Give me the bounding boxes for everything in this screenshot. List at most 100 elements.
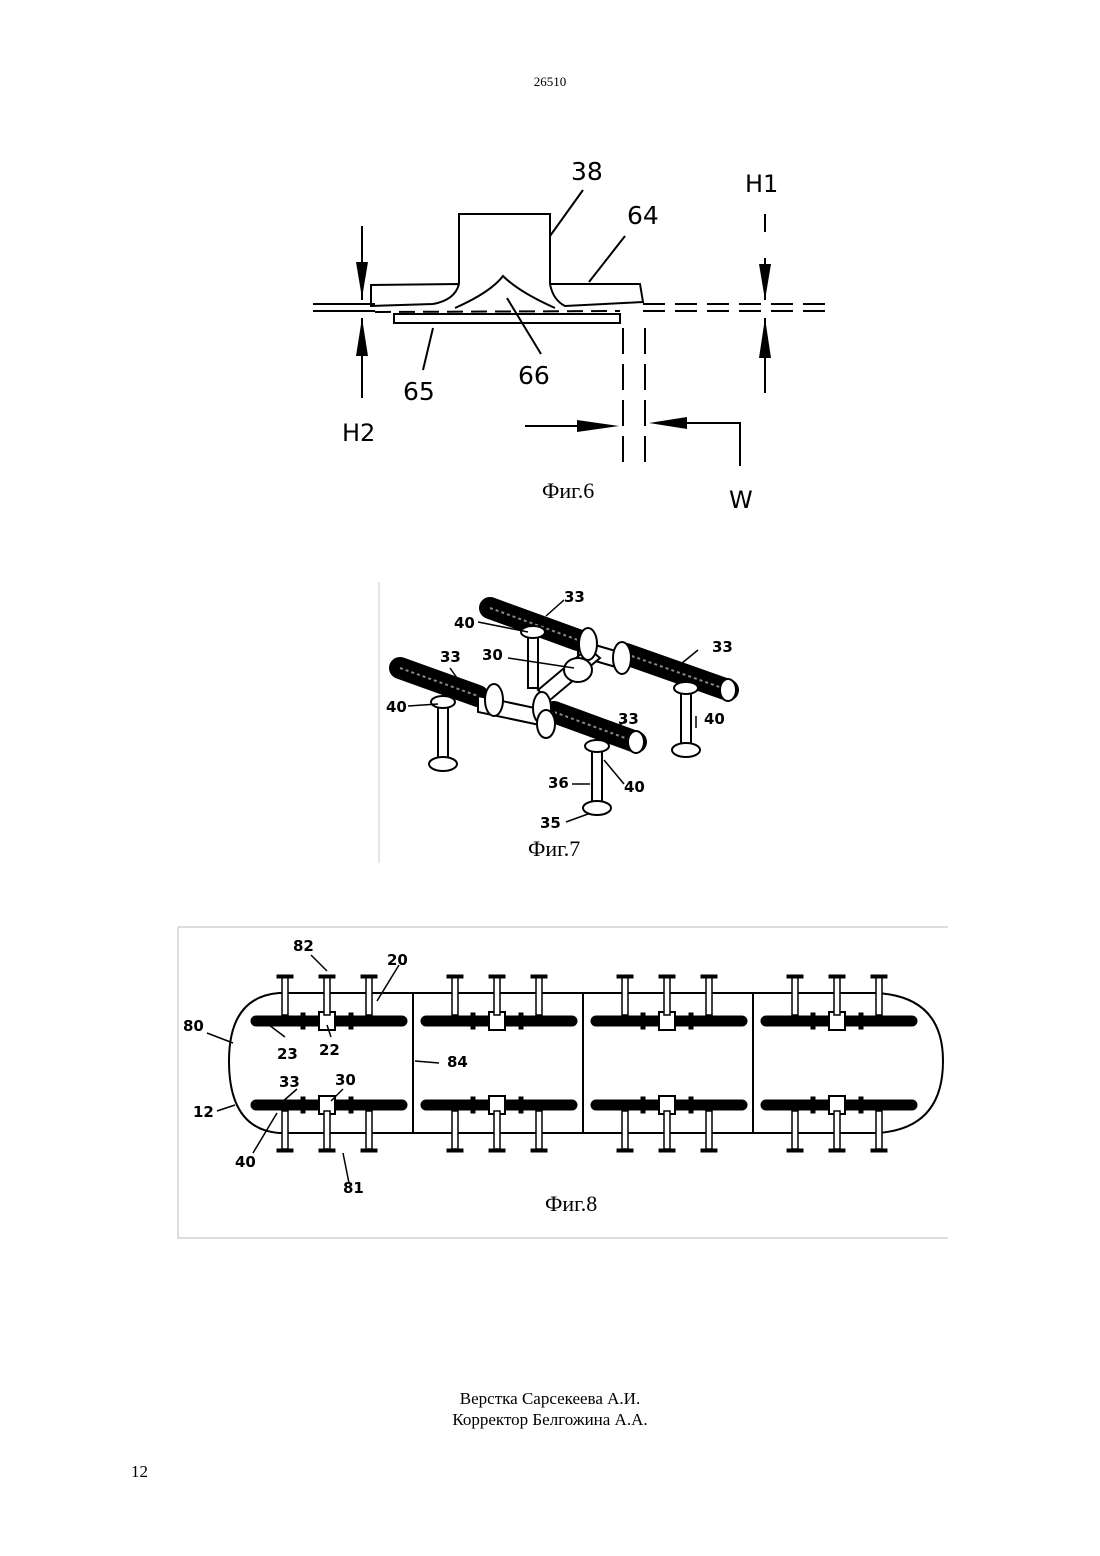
distributor-flange (471, 1097, 475, 1113)
support-foot (787, 1149, 803, 1152)
figure-6: 38 64 66 65 H1 H2 W Фиг.6 (305, 148, 825, 520)
fig6-label-h1: H1 (745, 170, 778, 198)
support-leg (792, 1111, 798, 1149)
fig8-label-20: 20 (387, 951, 408, 969)
fig6-label-64: 64 (627, 201, 659, 230)
figure-8: 82 20 80 23 22 84 33 30 12 40 81 Фиг.8 (177, 925, 950, 1239)
support-foot (787, 975, 803, 978)
footer-proofreader-credit: Корректор Белгожина А.А. (0, 1409, 1100, 1430)
fig8-label-22: 22 (319, 1041, 340, 1059)
support-leg (664, 977, 670, 1015)
support-foot (829, 975, 845, 978)
distributor-flange (301, 1013, 305, 1029)
footer-layout-credit: Верстка Сарсекеева А.И. (0, 1388, 1100, 1409)
support-foot (361, 975, 377, 978)
support-foot (701, 1149, 717, 1152)
support-leg (706, 1111, 712, 1149)
support-leg (282, 977, 288, 1015)
fig7-label-33c: 33 (440, 648, 461, 666)
fig8-label-33: 33 (279, 1073, 300, 1091)
support-leg (536, 977, 542, 1015)
support-foot (659, 1149, 675, 1152)
fig7-label-40a: 40 (454, 614, 475, 632)
support-leg (536, 1111, 542, 1149)
support-foot (531, 975, 547, 978)
fig8-caption: Фиг.8 (545, 1191, 597, 1216)
fig8-label-82: 82 (293, 937, 314, 955)
support-leg (366, 977, 372, 1015)
fig8-label-12: 12 (193, 1103, 214, 1121)
support-leg (494, 977, 500, 1015)
support-foot (659, 975, 675, 978)
figure-6-drawing: 38 64 66 65 H1 H2 W Фиг.6 (305, 148, 825, 520)
support-foot (871, 1149, 887, 1152)
support-leg (834, 1111, 840, 1149)
fig7-label-36: 36 (548, 774, 569, 792)
fig8-label-40: 40 (235, 1153, 256, 1171)
distributor-flange (641, 1097, 645, 1113)
fig6-label-w: W (729, 486, 753, 514)
support-foot (447, 1149, 463, 1152)
fig8-label-23: 23 (277, 1045, 298, 1063)
fig6-caption: Фиг.6 (542, 478, 594, 503)
footer-credits: Верстка Сарсекеева А.И. Корректор Белгож… (0, 1388, 1100, 1430)
distributor-flange (811, 1013, 815, 1029)
fig7-label-30: 30 (482, 646, 503, 664)
support-leg (834, 977, 840, 1015)
support-foot (319, 975, 335, 978)
support-leg (282, 1111, 288, 1149)
distributor-flange (859, 1097, 863, 1113)
distributor-flange (519, 1013, 523, 1029)
support-foot (871, 975, 887, 978)
fig8-label-81: 81 (343, 1179, 364, 1197)
fig8-label-30: 30 (335, 1071, 356, 1089)
fig7-label-40d: 40 (624, 778, 645, 796)
support-foot (617, 975, 633, 978)
fig7-label-35: 35 (540, 814, 561, 832)
fig7-label-33b: 33 (712, 638, 733, 656)
support-leg (324, 1111, 330, 1149)
support-foot (277, 1149, 293, 1152)
support-foot (489, 975, 505, 978)
fig6-label-66: 66 (518, 361, 550, 390)
support-leg (452, 977, 458, 1015)
support-leg (876, 977, 882, 1015)
fig7-label-33d: 33 (618, 710, 639, 728)
support-leg (324, 977, 330, 1015)
support-leg (792, 977, 798, 1015)
support-leg (622, 1111, 628, 1149)
figure-7: 33 40 33 30 33 40 33 40 36 40 35 Фиг.7 (378, 578, 746, 863)
support-foot (277, 975, 293, 978)
distributor-flange (641, 1013, 645, 1029)
fig7-caption: Фиг.7 (528, 836, 580, 861)
distributor-flange (301, 1097, 305, 1113)
figure-7-drawing: 33 40 33 30 33 40 33 40 36 40 35 Фиг.7 (378, 578, 746, 863)
support-foot (447, 975, 463, 978)
fig7-label-40c: 40 (704, 710, 725, 728)
support-foot (489, 1149, 505, 1152)
support-leg (622, 977, 628, 1015)
support-leg (706, 977, 712, 1015)
support-foot (319, 1149, 335, 1152)
distributor-flange (519, 1097, 523, 1113)
support-leg (366, 1111, 372, 1149)
support-leg (494, 1111, 500, 1149)
support-foot (531, 1149, 547, 1152)
figure-8-drawing: 82 20 80 23 22 84 33 30 12 40 81 Фиг.8 (177, 925, 950, 1239)
support-leg (664, 1111, 670, 1149)
fig7-label-40b: 40 (386, 698, 407, 716)
support-foot (701, 975, 717, 978)
support-foot (361, 1149, 377, 1152)
distributor-flange (349, 1013, 353, 1029)
fig7-label-33a: 33 (564, 588, 585, 606)
page-number: 12 (131, 1462, 148, 1482)
distributor-flange (811, 1097, 815, 1113)
support-leg (876, 1111, 882, 1149)
fig6-label-38: 38 (571, 157, 603, 186)
document-number: 26510 (0, 74, 1100, 90)
fig6-label-h2: H2 (342, 419, 375, 447)
distributor-flange (689, 1097, 693, 1113)
support-foot (617, 1149, 633, 1152)
fig8-label-84: 84 (447, 1053, 468, 1071)
fig8-label-80: 80 (183, 1017, 204, 1035)
